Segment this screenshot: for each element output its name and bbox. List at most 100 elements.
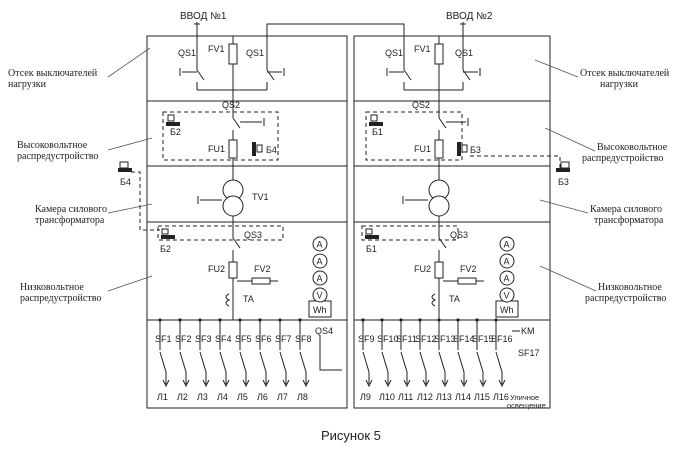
right-b3-outer-label: Б3: [558, 177, 569, 187]
right-breaker-5: SF13: [434, 334, 456, 344]
left-breaker-7: SF7: [275, 334, 292, 344]
left-line-6: Л6: [257, 392, 268, 402]
left-qs1-a-label: QS1: [178, 48, 196, 58]
left-annotation-4-line2: распредустройство: [20, 293, 101, 304]
left-line-1: Л1: [157, 392, 168, 402]
right-fv2-label: FV2: [460, 264, 477, 274]
left-breaker-6: SF6: [255, 334, 272, 344]
right-qs2-label: QS2: [412, 100, 430, 110]
left-line-3: Л3: [197, 392, 208, 402]
right-annotation-3-line1: Камера силового: [590, 204, 662, 215]
right-annotation-4-line2: распредустройство: [585, 293, 666, 304]
left-line-7: Л7: [277, 392, 288, 402]
left-breaker-3: SF3: [195, 334, 212, 344]
left-fu2-label: FU2: [208, 264, 225, 274]
input-cables: [194, 22, 466, 70]
input-1-label: ВВОД №1: [180, 11, 227, 22]
right-annotation-1-line2: нагрузки: [600, 79, 639, 90]
right-annotation-3-line2: трансформатора: [594, 215, 664, 226]
left-annotation-2-line2: распредустройство: [17, 151, 98, 162]
left-breaker-4: SF4: [215, 334, 232, 344]
left-annotation-1-line1: Отсек выключателей: [8, 68, 98, 79]
left-meter-label-3: A: [317, 274, 323, 284]
left-breaker-5: SF5: [235, 334, 252, 344]
right-fv1-label: FV1: [414, 44, 431, 54]
left-meter-label-2: A: [317, 257, 323, 267]
right-meter-label-1: A: [504, 240, 510, 250]
right-breaker-4: SF12: [415, 334, 437, 344]
left-annotation-3-line2: трансформатора: [35, 215, 105, 226]
left-tv1-label: TV1: [252, 192, 269, 202]
left-meter-4: [312, 287, 328, 303]
left-fu1-label: FU1: [208, 144, 225, 154]
left-load-switch-compartment: QS1 QS1 FV1: [178, 35, 285, 110]
right-line-8: Л16: [493, 392, 509, 402]
right-load-switch-compartment: QS1 QS1 FV1: [385, 35, 481, 110]
right-meter-label-2: A: [504, 257, 510, 267]
right-meter-1: [499, 236, 515, 252]
right-line-7: Л15: [474, 392, 490, 402]
left-b4-inner-label: Б4: [266, 145, 277, 155]
input-2-label: ВВОД №2: [446, 11, 493, 22]
right-annotation-4-line1: Низковольтное: [598, 282, 662, 293]
right-line-2: Л10: [379, 392, 395, 402]
right-meter-4: [499, 287, 515, 303]
figure-caption: Рисунок 5: [321, 428, 381, 443]
right-line-5: Л13: [436, 392, 452, 402]
left-line-4: Л4: [217, 392, 228, 402]
left-annotation-3-line1: Камера силового: [35, 204, 107, 215]
left-fv2-label: FV2: [254, 264, 271, 274]
street-lighting-line2: освещение: [507, 401, 546, 410]
right-b1-top-label: Б1: [372, 127, 383, 137]
left-annotation-1-line2: нагрузки: [8, 79, 47, 90]
right-line-6: Л14: [455, 392, 471, 402]
left-meter-label-1: A: [317, 240, 323, 250]
right-ta-label: TA: [449, 294, 460, 304]
right-wh-label: Wh: [500, 305, 514, 315]
right-annotation-2-line2: распредустройство: [582, 153, 663, 164]
right-km-label: KM: [521, 326, 535, 336]
left-hv-compartment: QS2 FU1 Б2 Б4 Б4: [118, 100, 279, 231]
right-hv-compartment: QS2 FU1 Б1 Б3 Б3: [365, 100, 570, 187]
right-breaker-1: SF9: [358, 334, 375, 344]
left-breaker-8: SF8: [295, 334, 312, 344]
left-wh-label: Wh: [313, 305, 327, 315]
left-meter-label-4: V: [317, 291, 323, 301]
left-line-2: Л2: [177, 392, 188, 402]
left-annotations: Отсек выключателей нагрузки Высоковольтн…: [8, 47, 153, 304]
right-b1-bottom-label: Б1: [366, 244, 377, 254]
left-meter-2: [312, 253, 328, 269]
right-b3-inner-label: Б3: [470, 145, 481, 155]
right-annotation-1-line1: Отсек выключателей: [580, 68, 670, 79]
right-meter-3: [499, 270, 515, 286]
right-line-1: Л9: [360, 392, 371, 402]
right-qs1-b-label: QS1: [455, 48, 473, 58]
right-feeders: SF9Л9SF10Л10SF11Л11SF12Л12SF13Л13SF14Л14…: [358, 318, 513, 402]
left-meter-1: [312, 236, 328, 252]
left-fv1-label: FV1: [208, 44, 225, 54]
left-annotation-4-line1: Низковольтное: [20, 282, 84, 293]
right-breaker-8: SF16: [491, 334, 513, 344]
left-meter-3: [312, 270, 328, 286]
left-lv-compartment: Б2 QS3 FU2 FV2 TA Wh QS4: [157, 225, 342, 371]
left-b2-top-label: Б2: [170, 127, 181, 137]
right-meter-2: [499, 253, 515, 269]
right-transformer-compartment: [402, 179, 450, 238]
left-breaker-1: SF1: [155, 334, 172, 344]
left-annotation-2-line1: Высоковольтное: [17, 140, 88, 151]
left-qs3-label: QS3: [244, 230, 262, 240]
right-breaker-3: SF11: [396, 334, 417, 344]
right-qs3-label: QS3: [450, 230, 468, 240]
left-tv1-secondary-coil: [222, 195, 244, 217]
right-fu2-label: FU2: [414, 264, 431, 274]
right-annotations: Отсек выключателей нагрузки Высоковольтн…: [534, 59, 670, 304]
right-tv-secondary-coil: [428, 195, 450, 217]
left-transformer-compartment: TV1: [197, 179, 269, 238]
left-line-5: Л5: [237, 392, 248, 402]
right-line-3: Л11: [398, 392, 413, 402]
right-breaker-6: SF14: [453, 334, 475, 344]
